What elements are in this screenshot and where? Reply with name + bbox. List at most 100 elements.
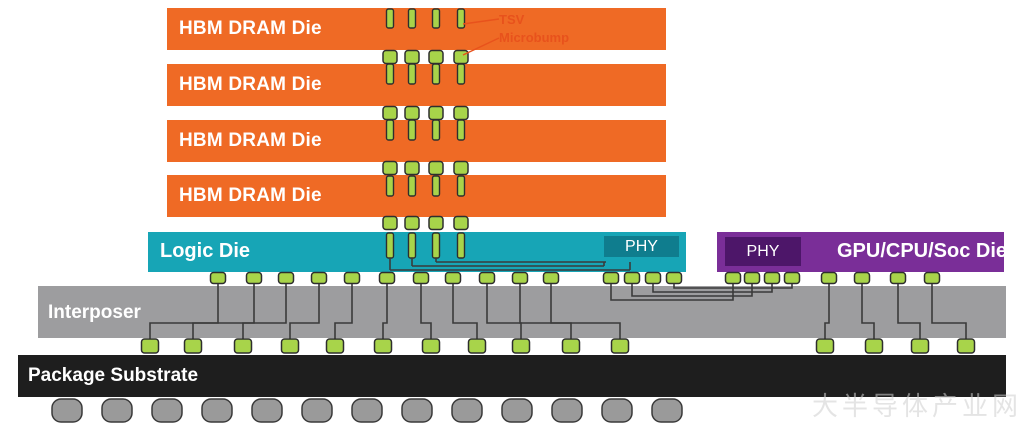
phy-to-phy-link [673,284,793,289]
hbm-dram-die-1: HBM DRAM Die [167,8,666,50]
interposer-label: Interposer [48,302,141,323]
microbump [277,271,295,285]
microbump [428,160,444,176]
microbump [923,271,941,285]
tsv [431,175,441,197]
interposer-trace [897,284,921,340]
tsv [431,8,441,29]
microbump [245,271,263,285]
interposer-trace [550,284,621,340]
c4-bump [140,338,160,354]
package-substrate: Package Substrate [18,355,1006,397]
microbump [209,271,227,285]
watermark: 大半导体产业网 [812,391,1018,421]
microbump [404,215,420,231]
interposer-trace [334,284,353,340]
hbm-dram-die-label: HBM DRAM Die [179,185,322,206]
microbump [478,271,496,285]
microbump [382,49,398,65]
microbump [724,271,742,285]
microbump-leader-line [462,37,500,56]
hbm-dram-die-2: HBM DRAM Die [167,64,666,106]
c4-bump [280,338,300,354]
hbm-dram-die-4: HBM DRAM Die [167,175,666,217]
interposer-trace [486,284,522,340]
tsv [431,232,441,259]
solder-ball [151,398,183,423]
tsv-callout-label: TSV [499,12,525,27]
microbump [602,271,620,285]
c4-bump [511,338,531,354]
tsv [456,8,466,29]
phy-to-phy-link [631,284,753,297]
package-substrate-label: Package Substrate [28,365,199,386]
microbump [453,160,469,176]
microbump [382,105,398,121]
microbump [382,215,398,231]
solder-ball [551,398,583,423]
microbump [644,271,662,285]
tsv [385,232,395,259]
tsv [407,175,417,197]
microbump [743,271,761,285]
microbump [453,215,469,231]
solder-ball [251,398,283,423]
tsv [407,8,417,29]
interposer-trace [242,284,287,340]
microbump [412,271,430,285]
solder-ball [601,398,633,423]
interposer-trace [149,284,219,340]
interposer-trace [452,284,478,340]
microbump [623,271,641,285]
tsv [385,119,395,141]
solder-ball [501,398,533,423]
microbump [310,271,328,285]
tsv [456,232,466,259]
interposer-trace [519,284,572,340]
tsv [407,119,417,141]
c4-bump [233,338,253,354]
solder-ball [401,398,433,423]
interposer-trace [382,284,388,340]
interposer-trace [861,284,875,340]
c4-bump [373,338,393,354]
hbm-dram-die-label: HBM DRAM Die [179,18,322,39]
microbump [511,271,529,285]
solder-ball [301,398,333,423]
c4-bump [815,338,835,354]
interposer-trace [289,284,320,340]
interposer-trace [824,284,830,340]
hbm-dram-die-3: HBM DRAM Die [167,120,666,162]
microbump [428,49,444,65]
microbump [382,160,398,176]
microbump [820,271,838,285]
microbump [378,271,396,285]
tsv [456,63,466,85]
gpu-cpu-soc-die: PHY GPU/CPU/Soc Die [717,232,1008,272]
solder-ball [101,398,133,423]
c4-bump [910,338,930,354]
tsv [431,63,441,85]
microbump [783,271,801,285]
logic-die-label: Logic Die [160,240,251,262]
hbm-dram-die-label: HBM DRAM Die [179,74,322,95]
tsv [385,63,395,85]
c4-bump [183,338,203,354]
soc-die-label: GPU/CPU/Soc Die [837,240,1008,262]
c4-bump [421,338,441,354]
c4-bump [325,338,345,354]
microbump [889,271,907,285]
solder-ball [51,398,83,423]
microbump [404,160,420,176]
tsv [385,8,395,29]
solder-ball [451,398,483,423]
tsv [431,119,441,141]
interposer-trace [192,284,255,340]
interposer: Interposer [38,286,1006,338]
c4-bump [467,338,487,354]
microbump [665,271,683,285]
microbump [763,271,781,285]
tsv [385,175,395,197]
microbump [404,49,420,65]
